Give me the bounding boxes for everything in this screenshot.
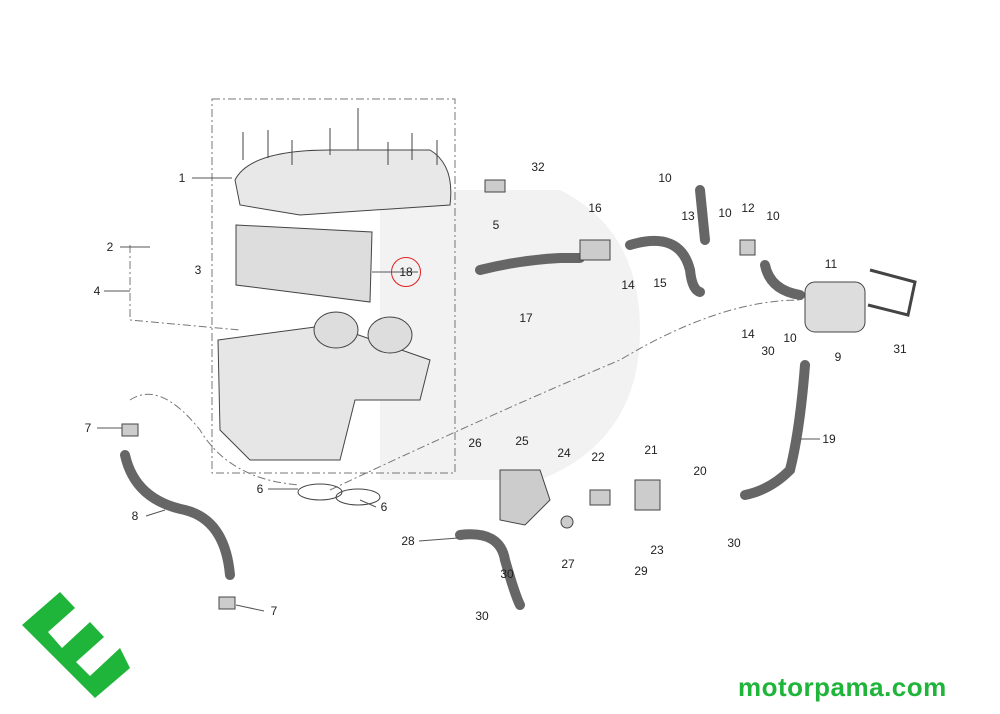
callout-11: 11 — [824, 257, 838, 271]
motorpama-logo — [22, 592, 130, 698]
callout-7: 7 — [270, 604, 278, 618]
assembly-frame — [211, 98, 456, 474]
callout-25: 25 — [515, 434, 529, 448]
callout-10: 10 — [783, 331, 797, 345]
callout-19: 19 — [822, 432, 836, 446]
callout-14: 14 — [741, 327, 755, 341]
leader-lines — [97, 177, 820, 612]
air-filter-element — [235, 224, 373, 303]
callout-10: 10 — [766, 209, 780, 223]
callout-10: 10 — [718, 206, 732, 220]
callout-18-highlighted[interactable]: 18 — [391, 257, 421, 287]
callout-5: 5 — [492, 218, 500, 232]
callout-30: 30 — [500, 567, 514, 581]
callout-23: 23 — [650, 543, 664, 557]
callout-27: 27 — [561, 557, 575, 571]
reference-lines — [129, 245, 801, 491]
callout-6: 6 — [380, 500, 388, 514]
callout-30: 30 — [475, 609, 489, 623]
brand-website-text: motorpama.com — [738, 672, 947, 702]
callout-29: 29 — [634, 564, 648, 578]
callout-15: 15 — [653, 276, 667, 290]
callout-14: 14 — [621, 278, 635, 292]
hoses — [120, 185, 810, 610]
callout-10: 10 — [658, 171, 672, 185]
airbox-lower — [217, 324, 431, 461]
watermark-logo — [380, 190, 640, 480]
callout-16: 16 — [588, 201, 602, 215]
callout-24: 24 — [557, 446, 571, 460]
callout-4: 4 — [93, 284, 101, 298]
callout-17: 17 — [519, 311, 533, 325]
callout-31: 31 — [893, 342, 907, 356]
callout-21: 21 — [644, 443, 658, 457]
callout-32: 32 — [531, 160, 545, 174]
callout-13: 13 — [681, 209, 695, 223]
callout-26: 26 — [468, 436, 482, 450]
callout-2: 2 — [106, 240, 114, 254]
callout-3: 3 — [194, 263, 202, 277]
callout-30: 30 — [727, 536, 741, 550]
callout-22: 22 — [591, 450, 605, 464]
callout-12: 12 — [741, 201, 755, 215]
callout-28: 28 — [401, 534, 415, 548]
callout-30: 30 — [761, 344, 775, 358]
small-parts — [121, 179, 756, 610]
cover-screws — [242, 108, 438, 165]
callout-8: 8 — [131, 509, 139, 523]
callout-20: 20 — [693, 464, 707, 478]
callout-7: 7 — [84, 421, 92, 435]
callout-1: 1 — [178, 171, 186, 185]
callout-6: 6 — [256, 482, 264, 496]
charcoal-canister — [804, 281, 866, 333]
airbox-cover — [234, 149, 452, 216]
callout-9: 9 — [834, 350, 842, 364]
